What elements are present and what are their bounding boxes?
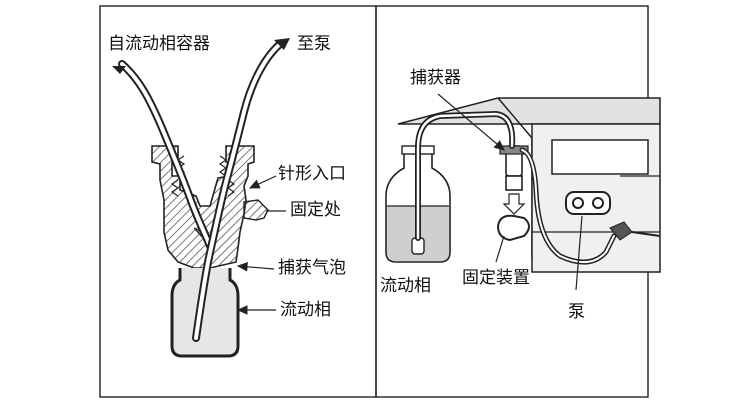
outlet-tube-core bbox=[194, 42, 282, 340]
label-mobile-phase-left: 流动相 bbox=[280, 300, 331, 320]
fixture-clip bbox=[496, 214, 530, 242]
trap-base bbox=[505, 175, 523, 191]
down-arrow bbox=[502, 193, 526, 215]
label-needle-inlet: 针形入口 bbox=[278, 164, 346, 184]
label-trap: 捕获器 bbox=[410, 68, 461, 88]
fixing-screw bbox=[243, 199, 269, 221]
vial bbox=[170, 268, 240, 358]
display-window bbox=[551, 139, 649, 175]
label-trapped-bubbles: 捕获气泡 bbox=[278, 258, 346, 278]
pump-tube-core bbox=[521, 149, 615, 263]
pump-port-left bbox=[572, 197, 584, 209]
flow-arrow-out bbox=[274, 38, 290, 50]
leader-trap bbox=[437, 93, 505, 151]
leader-fixture bbox=[495, 235, 505, 263]
label-fixture: 固定装置 bbox=[462, 268, 530, 288]
flow-arrow-in bbox=[112, 66, 126, 74]
pump-port-right bbox=[592, 197, 604, 209]
instrument-top bbox=[397, 97, 661, 125]
leader-trapped-bubbles bbox=[236, 262, 275, 272]
fitting-body bbox=[151, 145, 255, 269]
leader-needle-inlet bbox=[248, 175, 277, 189]
label-to-pump: 至泵 bbox=[297, 34, 331, 54]
label-fixing-point: 固定处 bbox=[290, 200, 341, 220]
label-mobile-phase-right: 流动相 bbox=[380, 276, 431, 296]
leader-pump bbox=[575, 215, 583, 291]
trap-assembly bbox=[496, 145, 530, 242]
suction-tube-core bbox=[416, 112, 514, 240]
inlet-tube-core bbox=[120, 62, 212, 248]
pump-outlet bbox=[631, 231, 661, 237]
label-from-mobile-phase-reservoir: 自流动相容器 bbox=[108, 34, 210, 54]
label-pump-right: 泵 bbox=[568, 302, 585, 322]
